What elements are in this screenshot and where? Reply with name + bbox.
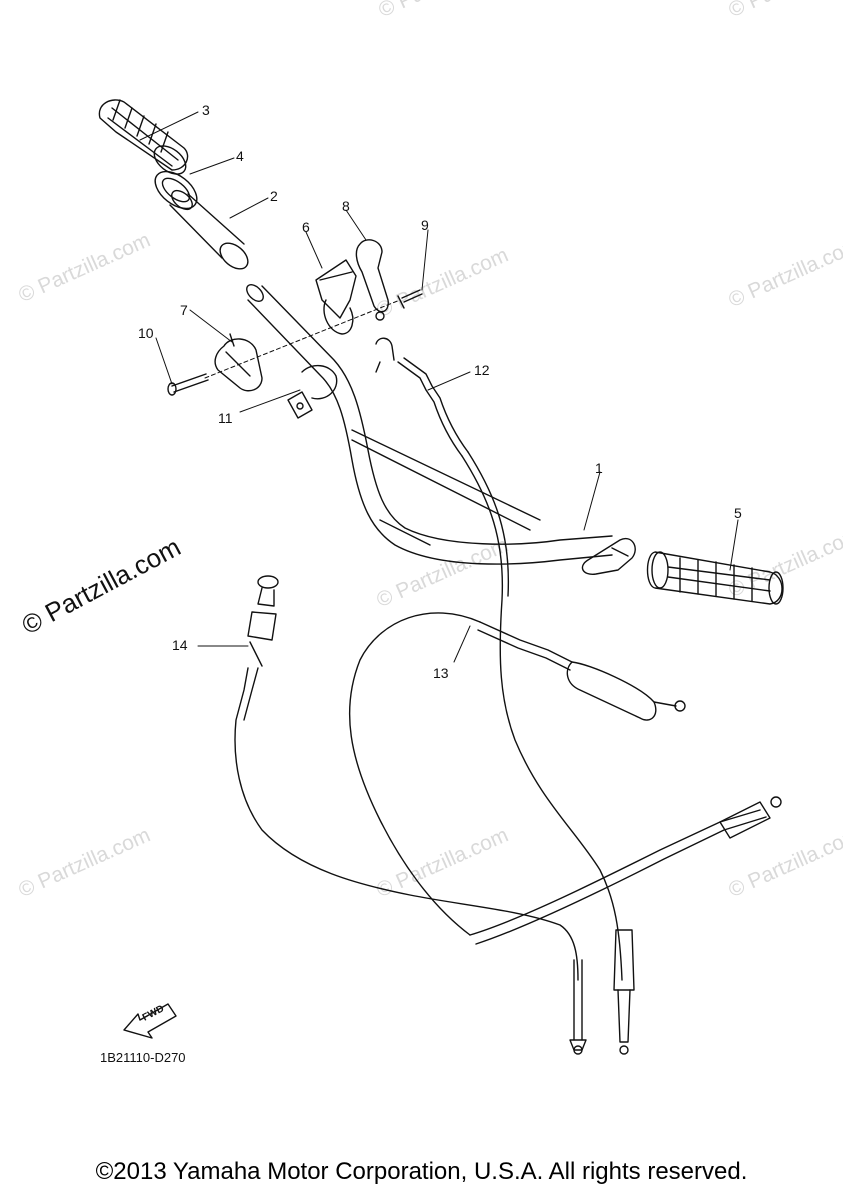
grip-collar [154, 170, 198, 210]
callout-6: 6 [302, 219, 310, 235]
copyright-notice: ©2013 Yamaha Motor Corporation, U.S.A. A… [95, 1158, 748, 1185]
callout-5: 5 [734, 505, 742, 521]
throttle-housing [214, 333, 263, 392]
throttle-grip-tube [169, 189, 249, 270]
left-grip [98, 99, 189, 175]
callout-9: 9 [421, 217, 429, 233]
choke-cable [234, 575, 579, 981]
callout-3: 3 [202, 102, 210, 118]
throttle-cable [375, 337, 623, 981]
callout-10: 10 [138, 325, 154, 341]
callout-4: 4 [236, 148, 244, 164]
screw-9 [397, 289, 423, 309]
right-lever-holder [581, 537, 636, 575]
callout-12: 12 [474, 362, 490, 378]
callout-14: 14 [172, 637, 188, 653]
right-grip [646, 551, 784, 605]
fwd-arrow-icon [123, 1003, 177, 1039]
handlebar [246, 284, 613, 565]
control-cable [348, 612, 782, 945]
diagram-code: 1B21110-D270 [100, 1050, 186, 1065]
screw-10 [167, 373, 209, 396]
leader-lines [139, 111, 739, 663]
callout-13: 13 [433, 665, 449, 681]
callout-2: 2 [270, 188, 278, 204]
bracket [355, 239, 389, 321]
switch-housing [315, 259, 357, 335]
callout-7: 7 [180, 302, 188, 318]
alignment-line [204, 299, 401, 379]
callout-11: 11 [218, 410, 233, 426]
callout-8: 8 [342, 198, 350, 214]
callout-1: 1 [595, 460, 603, 476]
clamp [287, 365, 338, 419]
cable-ends [569, 929, 635, 1055]
